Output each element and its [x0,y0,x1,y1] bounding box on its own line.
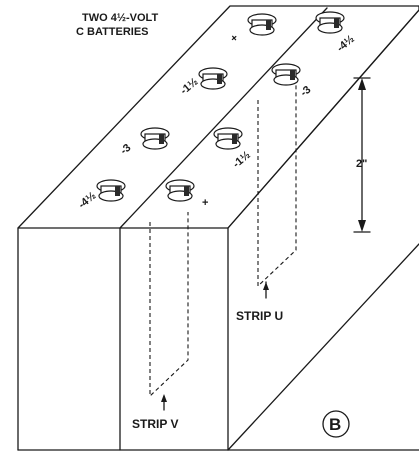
box-side-bottom-edge [227,243,419,451]
terminal-left-2-label: -3 [118,142,133,157]
strip-v-label: STRIP V [132,417,178,431]
strip-v: STRIP V [132,212,189,431]
strip-u: STRIP U [236,82,297,323]
terminal-left-2: -3 [118,127,170,157]
terminal-right-4: -4½ [315,11,357,55]
terminal-left-1: -4½ [76,179,126,211]
title-line-1: TWO 4½-VOLT [82,12,158,24]
terminal-left-1-label: -4½ [76,190,98,211]
box-top-face [17,5,419,229]
terminal-left-4-label: + [228,32,241,45]
strip-u-label: STRIP U [236,309,283,323]
battery-divider-top [119,7,328,229]
dimension-label: 2" [356,158,367,170]
terminal-right-2: -1½ [213,127,253,171]
dimension-arrow-down [358,220,366,232]
terminal-left-4: + [228,13,277,45]
terminal-left-3-label: -1½ [178,76,200,97]
height-dimension: 2" [353,77,371,233]
terminal-right-1-label: + [202,197,208,209]
dimension-arrow-up [358,78,366,90]
battery-box [17,5,419,451]
box-top-right-edge [227,9,419,229]
terminal-right-2-label: -1½ [231,149,253,170]
figure-letter: B [329,415,341,434]
terminal-right-1: + [165,179,208,209]
title-line-2: C BATTERIES [76,26,149,38]
figure-marker: B [322,410,350,438]
terminal-right-3: -3 [271,63,313,99]
terminal-left-3: -1½ [178,67,228,97]
terminal-right-4-label: -4½ [335,33,357,54]
terminal-right-3-label: -3 [298,84,313,99]
